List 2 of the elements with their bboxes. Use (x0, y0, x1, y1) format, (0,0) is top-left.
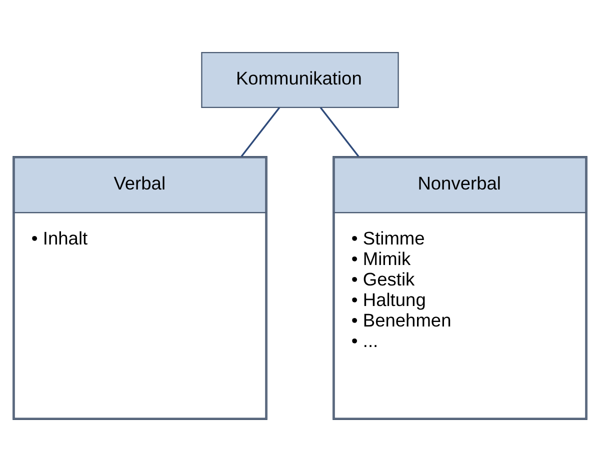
connector (320, 107, 360, 157)
connector (240, 107, 280, 157)
